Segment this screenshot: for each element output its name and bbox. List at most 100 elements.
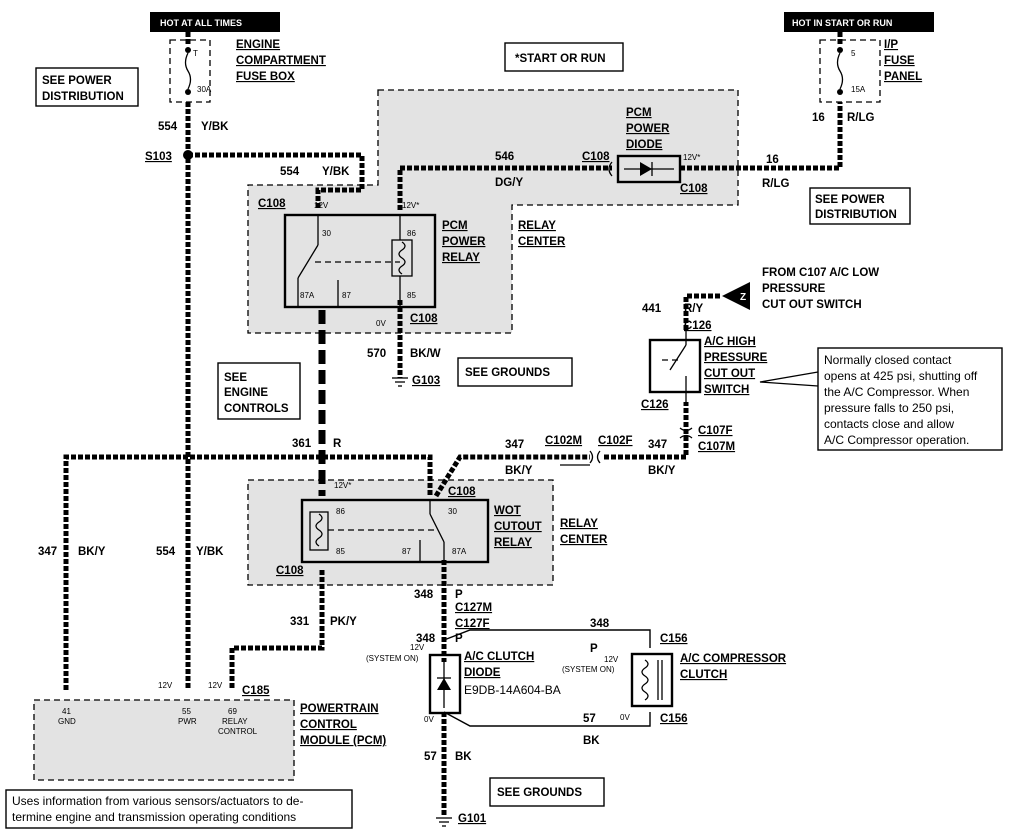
svg-text:57: 57 xyxy=(424,751,437,763)
see-grounds-top: SEE GROUNDS xyxy=(457,357,573,387)
wire-361-and-347-left xyxy=(63,454,433,690)
pcm-bottom-note: Uses information from various sensors/ac… xyxy=(5,789,353,829)
svg-text:POWER: POWER xyxy=(626,123,670,135)
svg-text:C108: C108 xyxy=(680,183,708,195)
svg-text:SWITCH: SWITCH xyxy=(704,384,749,396)
svg-text:C185: C185 xyxy=(242,685,270,697)
svg-text:Normally closed contact: Normally closed contact xyxy=(824,353,952,367)
svg-text:CLUTCH: CLUTCH xyxy=(680,669,727,681)
svg-text:opens at 425 psi, shutting off: opens at 425 psi, shutting off xyxy=(824,369,978,383)
pcm-power-diode-label: PCM POWER DIODE xyxy=(626,107,670,151)
svg-text:C126: C126 xyxy=(684,320,712,332)
svg-text:PRESSURE: PRESSURE xyxy=(762,283,826,295)
svg-text:CONTROL: CONTROL xyxy=(218,727,258,736)
svg-text:30A: 30A xyxy=(197,85,212,94)
svg-text:R/Y: R/Y xyxy=(684,303,704,315)
see-power-distribution-right: SEE POWER DISTRIBUTION xyxy=(809,187,911,225)
svg-text:(SYSTEM ON): (SYSTEM ON) xyxy=(366,654,419,663)
svg-text:BK/Y: BK/Y xyxy=(505,465,533,477)
svg-text:85: 85 xyxy=(336,547,345,556)
svg-text:0V: 0V xyxy=(424,715,434,724)
svg-text:12V: 12V xyxy=(314,201,329,210)
ac-clutch-diode xyxy=(428,653,462,715)
engine-fuse: T 30A xyxy=(169,32,212,103)
svg-text:12V*: 12V* xyxy=(334,481,351,490)
wot-cutout-relay-label: WOT CUTOUT RELAY xyxy=(494,505,542,549)
wire-16 xyxy=(680,102,843,171)
svg-text:PK/Y: PK/Y xyxy=(330,616,357,628)
connector-c102 xyxy=(589,450,601,464)
svg-text:SEE GROUNDS: SEE GROUNDS xyxy=(465,367,550,379)
ac-compressor-clutch xyxy=(630,652,674,708)
svg-text:A/C CLUTCH: A/C CLUTCH xyxy=(464,651,534,663)
svg-text:WOT: WOT xyxy=(494,505,521,517)
svg-text:DIODE: DIODE xyxy=(626,139,663,151)
svg-text:BK: BK xyxy=(583,735,600,747)
svg-text:A/C HIGH: A/C HIGH xyxy=(704,336,756,348)
svg-text:85: 85 xyxy=(407,291,416,300)
svg-text:BK/Y: BK/Y xyxy=(648,465,676,477)
svg-text:C156: C156 xyxy=(660,633,688,645)
svg-text:the A/C Compressor. When: the A/C Compressor. When xyxy=(824,385,969,399)
svg-text:Z: Z xyxy=(740,292,746,303)
svg-text:FUSE BOX: FUSE BOX xyxy=(236,71,295,83)
see-engine-controls: SEE ENGINE CONTROLS xyxy=(217,362,301,420)
hot-in-start-or-run-banner: HOT IN START OR RUN xyxy=(784,12,934,32)
svg-text:DISTRIBUTION: DISTRIBUTION xyxy=(815,209,897,221)
relay-center-top-label: RELAY CENTER xyxy=(518,220,566,248)
svg-text:MODULE (PCM): MODULE (PCM) xyxy=(300,735,386,747)
svg-text:E9DB-14A604-BA: E9DB-14A604-BA xyxy=(464,683,561,697)
relay-center-top-area xyxy=(247,89,739,334)
svg-text:COMPARTMENT: COMPARTMENT xyxy=(236,55,326,67)
svg-text:30: 30 xyxy=(448,507,457,516)
svg-text:PCM: PCM xyxy=(442,220,468,232)
svg-text:PANEL: PANEL xyxy=(884,71,922,83)
svg-text:441: 441 xyxy=(642,303,662,315)
svg-text:RELAY: RELAY xyxy=(518,220,556,232)
relay-center-bottom-label: RELAY CENTER xyxy=(560,518,608,546)
svg-text:16: 16 xyxy=(766,154,779,166)
svg-text:S103: S103 xyxy=(145,151,172,163)
svg-text:BK/Y: BK/Y xyxy=(78,546,106,558)
svg-text:T: T xyxy=(193,49,198,58)
svg-text:pressure falls to 250 psi,: pressure falls to 250 psi, xyxy=(824,401,954,415)
svg-text:SEE: SEE xyxy=(224,372,247,384)
svg-text:5: 5 xyxy=(851,49,856,58)
svg-text:C108: C108 xyxy=(582,151,610,163)
svg-text:*START OR RUN: *START OR RUN xyxy=(515,53,606,65)
svg-text:GND: GND xyxy=(58,717,76,726)
ip-fuse-panel-label: I/P FUSE PANEL xyxy=(884,39,922,83)
svg-text:554: 554 xyxy=(156,546,176,558)
svg-text:0V: 0V xyxy=(376,319,386,328)
wire-57-return xyxy=(443,711,651,727)
svg-text:SEE GROUNDS: SEE GROUNDS xyxy=(497,787,582,799)
svg-text:CONTROLS: CONTROLS xyxy=(224,403,289,415)
svg-text:PCM: PCM xyxy=(626,107,652,119)
svg-text:87: 87 xyxy=(342,291,351,300)
svg-text:termine engine and transmissio: termine engine and transmission operatin… xyxy=(12,810,296,824)
svg-text:12V: 12V xyxy=(158,681,173,690)
svg-text:Uses information from various: Uses information from various sensors/ac… xyxy=(12,794,303,808)
pcm-power-diode xyxy=(608,154,682,184)
svg-text:RELAY: RELAY xyxy=(222,717,248,726)
svg-text:DG/Y: DG/Y xyxy=(495,177,523,189)
pressure-switch-note: Normally closed contact opens at 425 psi… xyxy=(759,347,1003,451)
svg-text:347: 347 xyxy=(505,439,524,451)
svg-text:BK: BK xyxy=(455,751,472,763)
wire-331 xyxy=(229,570,325,690)
ac-compressor-clutch-label: A/C COMPRESSOR CLUTCH xyxy=(680,653,787,681)
svg-text:CONTROL: CONTROL xyxy=(300,719,357,731)
svg-text:ENGINE: ENGINE xyxy=(236,39,280,51)
svg-text:FROM C107 A/C LOW: FROM C107 A/C LOW xyxy=(762,267,879,279)
svg-text:12V*: 12V* xyxy=(683,153,700,162)
svg-text:87A: 87A xyxy=(452,547,467,556)
wire-347-mid xyxy=(433,454,590,498)
svg-text:87A: 87A xyxy=(300,291,315,300)
svg-text:C108: C108 xyxy=(410,313,438,325)
svg-text:570: 570 xyxy=(367,348,386,360)
svg-text:331: 331 xyxy=(290,616,310,628)
svg-text:RELAY: RELAY xyxy=(494,537,532,549)
svg-text:348: 348 xyxy=(414,589,434,601)
ac-clutch-diode-label: A/C CLUTCH DIODE E9DB-14A604-BA xyxy=(464,651,561,697)
